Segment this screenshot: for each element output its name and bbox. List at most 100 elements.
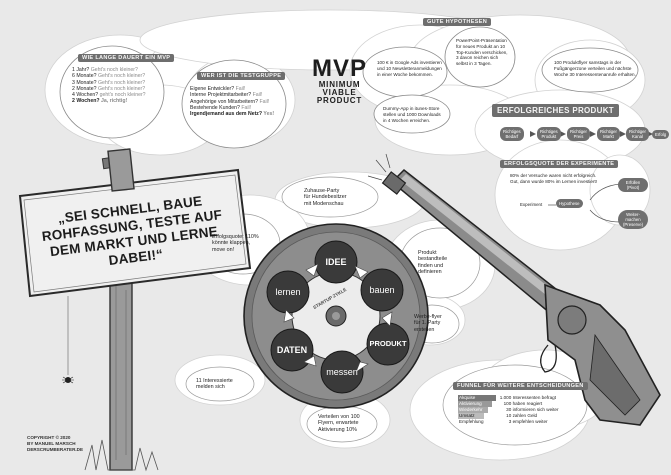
hypothesis-line: Top-Kunden verschicken, xyxy=(456,49,508,55)
copyright-line: BY MANUEL MARSCH xyxy=(27,441,76,446)
hypothesis-line: in einer Woche bekommen. xyxy=(377,71,433,77)
duration-aside: Geht's noch kleiner? xyxy=(97,85,146,92)
duration-main: 4 Wochen? xyxy=(72,92,100,99)
product-step-final: Erfolg xyxy=(652,130,670,139)
testgroup-list: Eigene Entwickler? Fail! Interne Projekt… xyxy=(190,86,274,117)
funnel-stage: Wiederkehr xyxy=(458,407,488,413)
mvp-line2: VIABLE xyxy=(322,88,357,97)
duration-line-final: 2 Wochen? Ja, richtig! xyxy=(72,98,146,104)
duration-aside: Geht's noch kleiner? xyxy=(90,67,138,73)
funnel-stage: Umsatz xyxy=(458,413,484,419)
annotation-define: Produkt bestandteile finden und definier… xyxy=(418,250,447,275)
testgroup-line: Bestehende Kunden? Fail! xyxy=(190,105,274,111)
annotation-line: definieren xyxy=(418,268,442,275)
success-rate-line: Gut, dann wurde 80% im Lernen investiert… xyxy=(510,178,598,184)
funnel-desc: zahlen Geld xyxy=(512,413,538,418)
duration-aside: Geht's noch kleiner? xyxy=(97,73,146,80)
duration-heading: WIE LANGE DAUERT EIN MVP xyxy=(78,54,175,62)
step-line: Preis xyxy=(573,134,584,139)
step-line: Richtiger xyxy=(629,129,646,134)
funnel-stage: Empfehlung xyxy=(459,419,484,424)
hypothesis-line: 100 Produktflyer samstags in der xyxy=(554,60,622,65)
node-hypothesis: Hypothese xyxy=(556,199,583,208)
funnel-row: Umsatz 10 zahlen Geld xyxy=(458,413,537,419)
testgroup-main: Interne Projektmitarbeiter? xyxy=(190,92,253,99)
hypothesis-flyer: 100 Produktflyer samstags in der Fußgäng… xyxy=(554,60,636,77)
step-line: Richtiges xyxy=(540,129,558,134)
funnel-row: Aktivierung 100 haben reagiert xyxy=(458,401,542,407)
testgroup-main: Eigene Entwickler? xyxy=(190,86,236,92)
cylinder xyxy=(243,223,429,409)
testgroup-aside: Fail! xyxy=(241,104,252,111)
hypothesis-line: selbst in 3 Tagen. xyxy=(456,61,492,67)
funnel-value: 10 xyxy=(506,413,512,418)
funnel-value: 100 xyxy=(503,401,512,406)
annotation-line: move on! xyxy=(212,246,235,253)
hypothesis-line: und 10 Newsletteranmeldungen xyxy=(377,65,442,71)
copyright-line: COPYRIGHT © 2020 xyxy=(27,435,71,440)
step-line: Richtiger xyxy=(570,129,587,134)
step-line: Kanal xyxy=(631,134,643,139)
funnel-desc: empfehlen weiter xyxy=(512,419,548,424)
success-rate-heading: ERFOLGSQUOTE DER EXPERIMENTE xyxy=(500,160,619,168)
annotation-line: melden sich xyxy=(196,384,225,391)
testgroup-aside: Fail! xyxy=(252,92,263,99)
copyright: COPYRIGHT © 2020 BY MANUEL MARSCH DERSCR… xyxy=(27,435,83,453)
cycle-build: bauen xyxy=(369,285,395,295)
funnel-desc: Interessenten befragt xyxy=(512,395,556,400)
hypothesis-ads: 100 € in Google Ads investieren und 10 N… xyxy=(377,60,442,77)
cycle-learn: lernen xyxy=(275,287,301,297)
duration-list: 1 Jahr? Geht's noch kleiner? 6 Monate? G… xyxy=(72,67,146,105)
hypotheses-heading: GUTE HYPOTHESEN xyxy=(423,18,492,26)
annotation-flyer: Werbe-flyer für 1. Party erstellen xyxy=(414,314,442,333)
testgroup-heading: WER IST DIE TESTGRUPPE xyxy=(197,72,286,80)
duration-main: 1 Jahr? xyxy=(72,67,91,73)
duration-main: 6 Monate? xyxy=(72,73,98,80)
funnel-value: 3 xyxy=(508,419,512,424)
annotation-party: Zuhause-Party für Hundebesitzer mit Mode… xyxy=(304,188,347,207)
hypothesis-line: Fußgängerzone verteilen und nächste xyxy=(554,65,632,71)
hypothesis-line: 3 davon reichen sich xyxy=(456,55,499,61)
funnel-value: 30 xyxy=(506,407,512,412)
hypothesis-powerpoint: PowerPoint-Präsentation für neues Produk… xyxy=(456,38,508,67)
cycle-measure: messen xyxy=(326,367,358,377)
mvp-line3: PRODUCT xyxy=(316,96,363,105)
cycle-product: PRODUKT xyxy=(369,339,407,348)
hypothesis-app: Dummy-App in itunes-Store stellen und 10… xyxy=(383,106,441,123)
annotation-line: für 1. Party xyxy=(414,320,441,327)
success-product-heading: ERFOLGREICHES PRODUKT xyxy=(492,104,619,117)
duration-main: 2 Monate? xyxy=(72,85,98,92)
duration-aside: geht's noch kleiner? xyxy=(99,92,146,99)
duration-line: 4 Wochen? geht's noch kleiner? xyxy=(72,92,146,98)
step-line: Erfolg xyxy=(655,132,667,137)
mvp-title: MVP MINIMUM VIABLE PRODUCT xyxy=(312,57,367,105)
funnel-stage: Akquise xyxy=(458,395,496,401)
step-line: Richtiger xyxy=(600,129,617,134)
testgroup-main: Angehörige von Mitarbeitern? xyxy=(190,98,260,105)
annotation-line: Verteilen von 100 xyxy=(318,414,360,420)
testgroup-main: Bestehende Kunden? xyxy=(190,104,242,111)
funnel-stage: Aktivierung xyxy=(458,401,492,407)
step-line: Richtiges xyxy=(503,129,521,134)
success-rate-text: 80% der Versuche waren nicht erfolgreich… xyxy=(510,173,597,185)
duration-line: 6 Monate? Geht's noch kleiner? xyxy=(72,73,146,79)
testgroup-line: Eigene Entwickler? Fail! xyxy=(190,86,274,92)
hypothesis-line: in 4 Wochen erreichen. xyxy=(383,117,431,123)
copyright-line: DERSCRUMBERATER.DE xyxy=(27,447,84,452)
annotation-line: 11 Interessierte xyxy=(196,378,233,384)
annotation-line: Produkt xyxy=(418,250,437,256)
annotation-quote: Erfolgsquote: 110% könnte klappen, move … xyxy=(212,234,259,253)
hypothesis-line: für neues Produkt an 10 xyxy=(456,43,506,49)
annotation-line: erstellen xyxy=(414,326,435,333)
duration-line: 3 Monate? Geht's noch kleiner? xyxy=(72,80,146,86)
step-line: Produkt xyxy=(541,134,557,139)
funnel-desc: haben reagiert xyxy=(512,401,543,406)
annotation-line: Flyern, erwartete xyxy=(318,420,359,427)
duration-main: 2 Wochen? xyxy=(72,98,102,105)
funnel-heading: FUNNEL FÜR WEITERE ENTSCHEIDUNGEN xyxy=(453,382,588,390)
hypothesis-line: PowerPoint-Präsentation xyxy=(456,38,507,43)
annotation-line: Werbe-flyer xyxy=(414,314,442,320)
